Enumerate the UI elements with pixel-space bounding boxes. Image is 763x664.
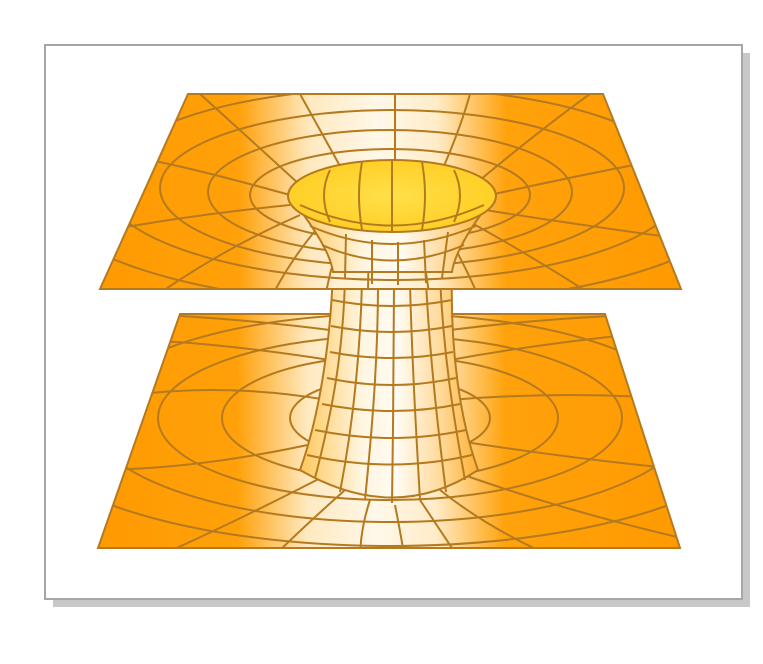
wormhole-illustration — [0, 0, 763, 664]
diagram-canvas — [0, 0, 763, 664]
